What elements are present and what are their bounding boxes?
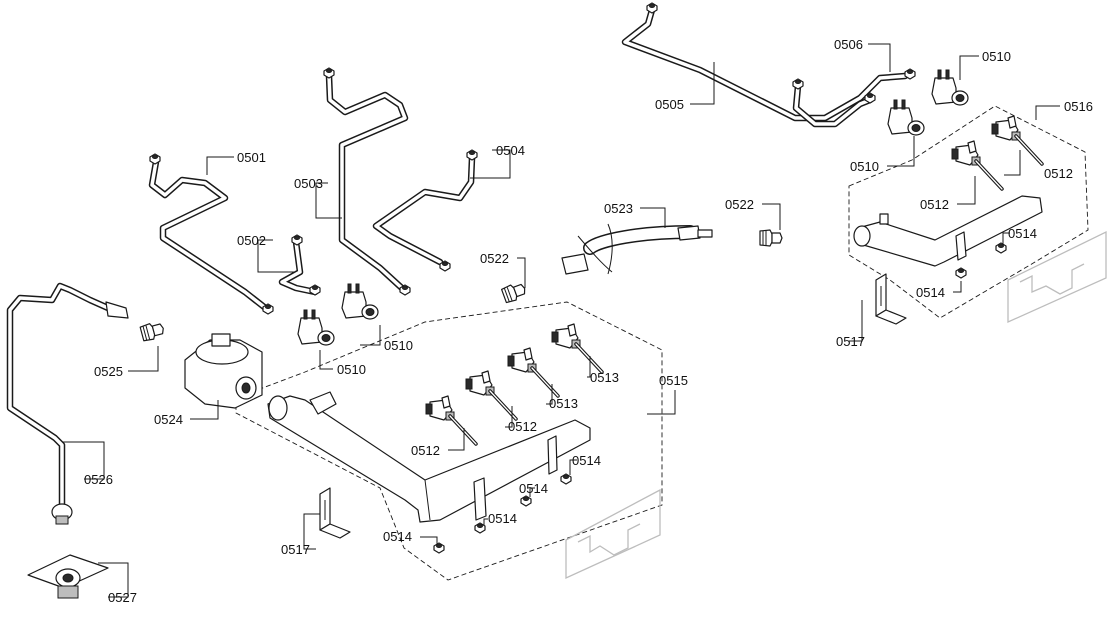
burner-assembly-outline-left: [235, 301, 663, 581]
nut-0514-left-a: [560, 473, 572, 485]
gas-tap-0512-right-b: [990, 114, 1044, 166]
label-0526: 0526: [84, 472, 113, 487]
bracket-0517-right: [875, 273, 907, 325]
burner-base-right: [1007, 230, 1107, 324]
label-0523: 0523: [604, 201, 633, 216]
gas-pipe-0523: [561, 223, 713, 275]
label-0502: 0502: [237, 233, 266, 248]
label-0512-right-b: 0512: [920, 197, 949, 212]
label-0517-right: 0517: [836, 334, 865, 349]
fitting-0522-right: [759, 229, 783, 247]
burner-assembly-outline-right: [848, 105, 1089, 319]
label-0522-right: 0522: [725, 197, 754, 212]
label-0514-right-b: 0514: [916, 285, 945, 300]
label-0517-left: 0517: [281, 542, 310, 557]
fitting-0522-left: [500, 280, 529, 305]
label-0527: 0527: [108, 590, 137, 605]
label-0505: 0505: [655, 97, 684, 112]
leader-lines: [62, 43, 1060, 598]
gas-pipe-0502: [278, 234, 321, 296]
pressure-regulator-0524: [184, 333, 263, 409]
label-0513-b: 0513: [590, 370, 619, 385]
gas-manifold-right: [853, 195, 1043, 267]
nut-0514-left-d: [433, 542, 445, 554]
label-0512-right-a: 0512: [1044, 166, 1073, 181]
label-0514-left-d: 0514: [383, 529, 412, 544]
label-0510-left-a: 0510: [384, 338, 413, 353]
bracket-0517-left: [319, 487, 351, 539]
gas-manifold-left: [267, 391, 591, 523]
solenoid-valve-0510-top: [931, 69, 969, 106]
gas-tap-0513-a: [506, 346, 560, 398]
gas-pipe-0503: [323, 67, 411, 296]
label-0514-left-b: 0514: [519, 481, 548, 496]
gas-pipe-0526: [6, 282, 129, 525]
nut-0514-right-a: [995, 242, 1007, 254]
label-0512-left-b: 0512: [508, 419, 537, 434]
label-0522-left: 0522: [480, 251, 509, 266]
label-0516: 0516: [1064, 99, 1093, 114]
connector-0527: [27, 554, 109, 599]
label-0514-right-a: 0514: [1008, 226, 1037, 241]
label-0504: 0504: [496, 143, 525, 158]
solenoid-valve-0510-left-a: [297, 309, 335, 346]
gas-tap-0512-right-a: [950, 139, 1004, 191]
gas-pipe-0501: [148, 153, 274, 315]
gas-pipe-0504: [372, 149, 478, 272]
label-0506: 0506: [834, 37, 863, 52]
label-0501: 0501: [237, 150, 266, 165]
label-0514-left-c: 0514: [488, 511, 517, 526]
fitting-0525: [139, 319, 166, 343]
label-0514-left-a: 0514: [572, 453, 601, 468]
burner-base-left: [565, 488, 661, 580]
solenoid-valve-0510-right: [887, 99, 925, 136]
label-0512-left-a: 0512: [411, 443, 440, 458]
nut-0514-left-b: [520, 495, 532, 507]
label-0510-left-b: 0510: [337, 362, 366, 377]
label-0503: 0503: [294, 176, 323, 191]
solenoid-valve-0510-left-b: [341, 283, 379, 320]
nut-0514-right-b: [955, 267, 967, 279]
label-0515: 0515: [659, 373, 688, 388]
label-0525: 0525: [94, 364, 123, 379]
label-0510-top: 0510: [982, 49, 1011, 64]
gas-tap-0512-left-b: [464, 369, 518, 421]
gas-pipe-0505: [621, 2, 916, 128]
label-0524: 0524: [154, 412, 183, 427]
part-labels: 0501 0502 0503 0504 0505 0506 0510 0510 …: [84, 37, 1093, 605]
label-0510-right: 0510: [850, 159, 879, 174]
gas-tap-0513-b: [550, 322, 604, 374]
label-0513-a: 0513: [549, 396, 578, 411]
gas-tap-0512-left-a: [424, 394, 478, 446]
